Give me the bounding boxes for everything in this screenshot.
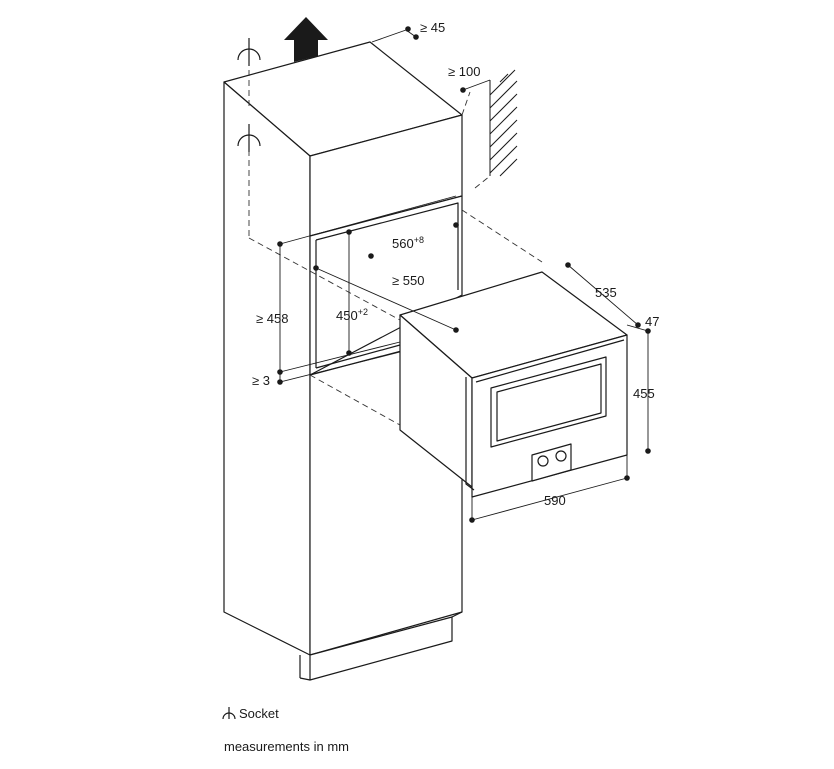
legend-units: measurements in mm [224, 739, 349, 754]
dimension-lines [279, 29, 649, 521]
dim-clearance-wall: ≥ 100 [448, 64, 480, 79]
socket-icon [222, 707, 236, 720]
dim-niche-depth: ≥ 550 [392, 273, 424, 288]
dimension-dots [277, 26, 651, 523]
legend-socket: Socket [222, 706, 279, 721]
oven-appliance [399, 271, 628, 498]
dim-appliance-width: 590 [544, 493, 566, 508]
dim-front-depth: 47 [645, 314, 659, 329]
dim-appliance-depth: 535 [595, 285, 617, 300]
dim-gap-bottom: ≥ 3 [252, 373, 270, 388]
dim-niche-height: 450+2 [336, 307, 368, 323]
up-arrow-icon [284, 17, 328, 62]
dim-clearance-top: ≥ 45 [420, 20, 445, 35]
socket-icon [237, 38, 261, 152]
dim-niche-width: 560+8 [392, 235, 424, 251]
rear-wall [489, 69, 518, 177]
guide-lines [248, 60, 543, 426]
legend-socket-label: Socket [239, 706, 279, 721]
dim-cabinet-height: ≥ 458 [256, 311, 288, 326]
dim-appliance-height: 455 [633, 386, 655, 401]
